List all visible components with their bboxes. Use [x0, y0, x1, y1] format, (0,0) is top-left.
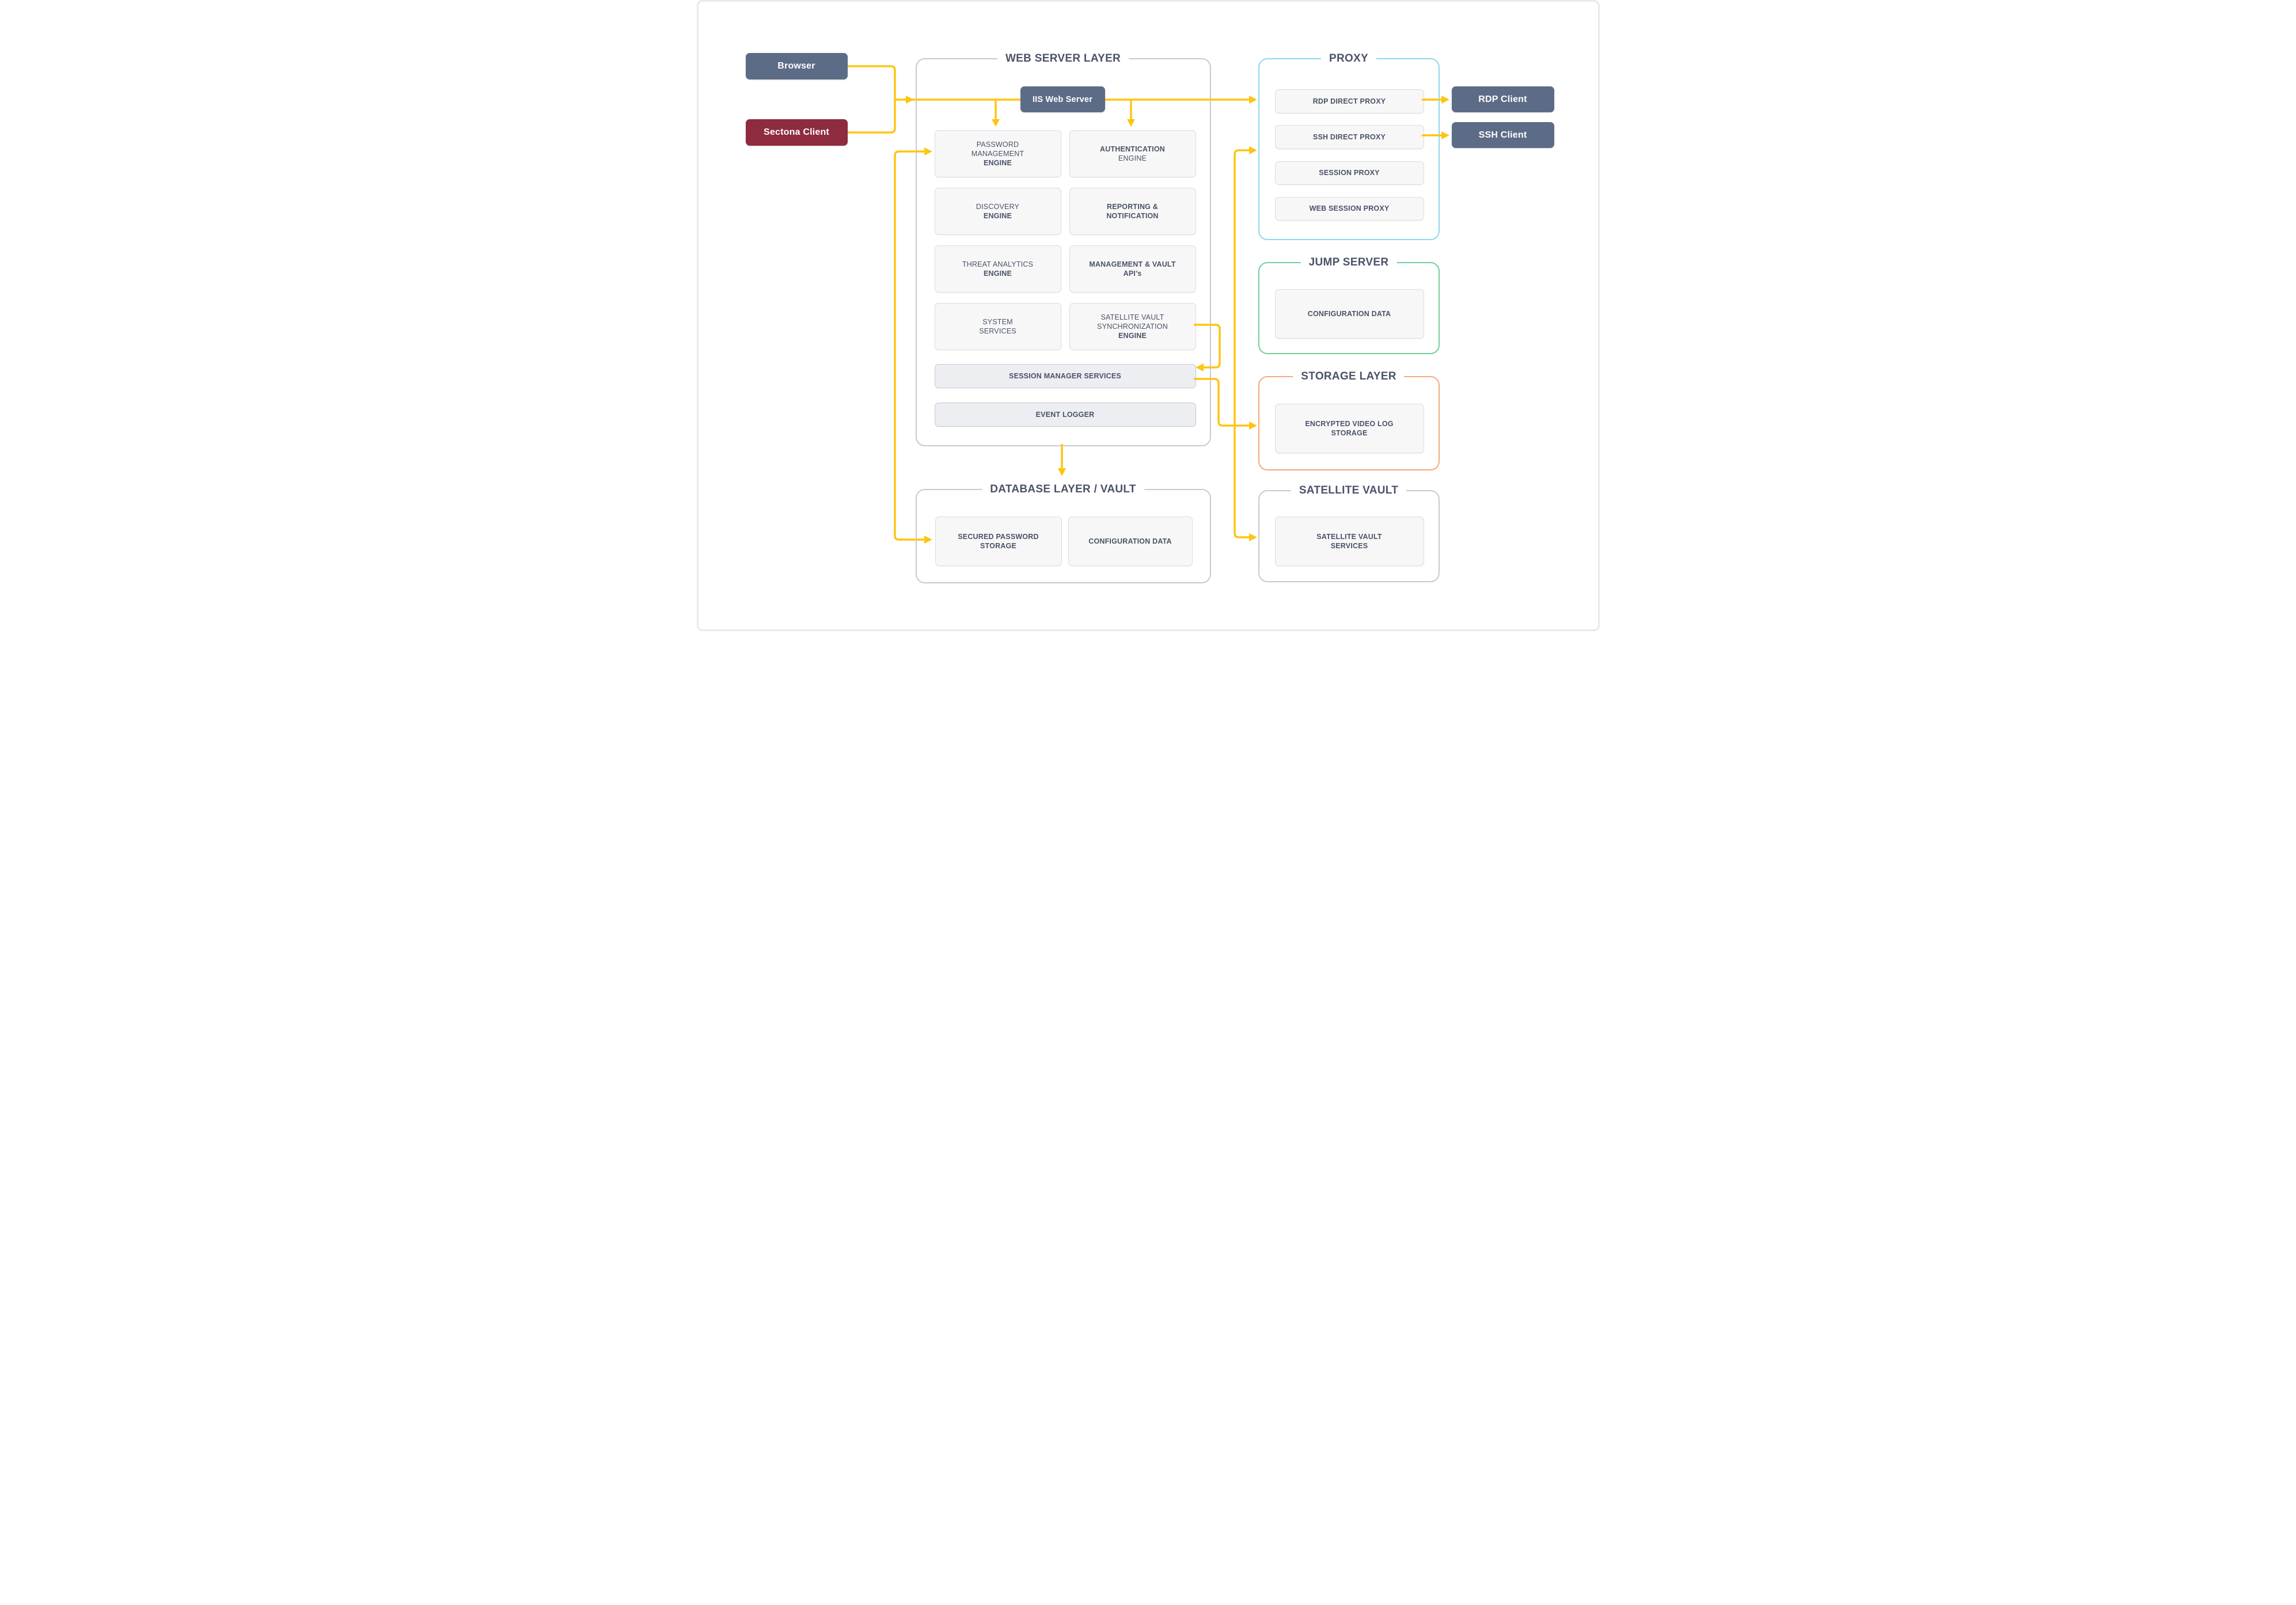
database-layer-title: DATABASE LAYER / VAULT — [982, 483, 1144, 496]
node-rdp-client: RDP Client — [1451, 86, 1554, 112]
proxy-container: PROXY RDP DIRECT PROXY SSH DIRECT PROXY … — [1258, 52, 1440, 240]
node-sectona-client: Sectona Client — [745, 119, 848, 146]
node-event-logger: EVENT LOGGER — [934, 403, 1196, 427]
arrow-into-ssh-client — [1441, 131, 1449, 139]
jump-server-title: JUMP SERVER — [1300, 256, 1397, 270]
arrow-into-proxy-lower — [1248, 146, 1257, 154]
web-server-layer-title: WEB SERVER LAYER — [997, 52, 1129, 66]
satellite-vault-container: SATELLITE VAULT SATELLITE VAULT SERVICES — [1258, 484, 1440, 582]
arrow-into-rdp-client — [1441, 96, 1449, 104]
arrow-into-web-server — [905, 96, 914, 104]
node-browser: Browser — [745, 53, 848, 79]
node-system-services: SYSTEM SERVICES — [934, 303, 1061, 350]
proxy-title: PROXY — [1320, 52, 1377, 66]
storage-layer-title: STORAGE LAYER — [1293, 370, 1405, 384]
node-db-configuration-data: CONFIGURATION DATA — [1068, 517, 1193, 566]
wire-proxy-satellite-trunk — [1233, 149, 1249, 538]
node-ssh-direct-proxy: SSH DIRECT PROXY — [1274, 125, 1424, 149]
node-encrypted-video-log-storage: ENCRYPTED VIDEO LOG STORAGE — [1274, 404, 1424, 453]
arrow-into-database-layer — [1057, 468, 1066, 476]
node-session-manager-services: SESSION MANAGER SERVICES — [934, 364, 1196, 388]
arrow-into-proxy-rdp — [1248, 96, 1257, 104]
node-ssh-client: SSH Client — [1451, 122, 1554, 148]
jump-server-container: JUMP SERVER CONFIGURATION DATA — [1258, 256, 1440, 354]
node-reporting-notification: REPORTING & NOTIFICATION — [1069, 188, 1196, 235]
satellite-vault-title: SATELLITE VAULT — [1291, 484, 1407, 498]
node-session-proxy: SESSION PROXY — [1274, 161, 1424, 185]
storage-layer-container: STORAGE LAYER ENCRYPTED VIDEO LOG STORAG… — [1258, 370, 1440, 471]
node-management-vault-apis: MANAGEMENT & VAULT API’s — [1069, 245, 1196, 293]
node-jump-configuration-data: CONFIGURATION DATA — [1274, 289, 1424, 339]
node-iis-web-server: IIS Web Server — [1020, 86, 1105, 112]
node-web-session-proxy: WEB SESSION PROXY — [1274, 197, 1424, 221]
arrow-into-satellite-vault — [1248, 533, 1257, 541]
arrow-into-storage-layer — [1248, 422, 1257, 430]
node-rdp-direct-proxy: RDP DIRECT PROXY — [1274, 89, 1424, 113]
node-satellite-vault-services: SATELLITE VAULT SERVICES — [1274, 517, 1424, 566]
database-layer-container: DATABASE LAYER / VAULT SECURED PASSWORD … — [915, 483, 1211, 583]
node-secured-password-storage: SECURED PASSWORD STORAGE — [935, 517, 1062, 566]
wire-clients-merge — [847, 65, 896, 134]
